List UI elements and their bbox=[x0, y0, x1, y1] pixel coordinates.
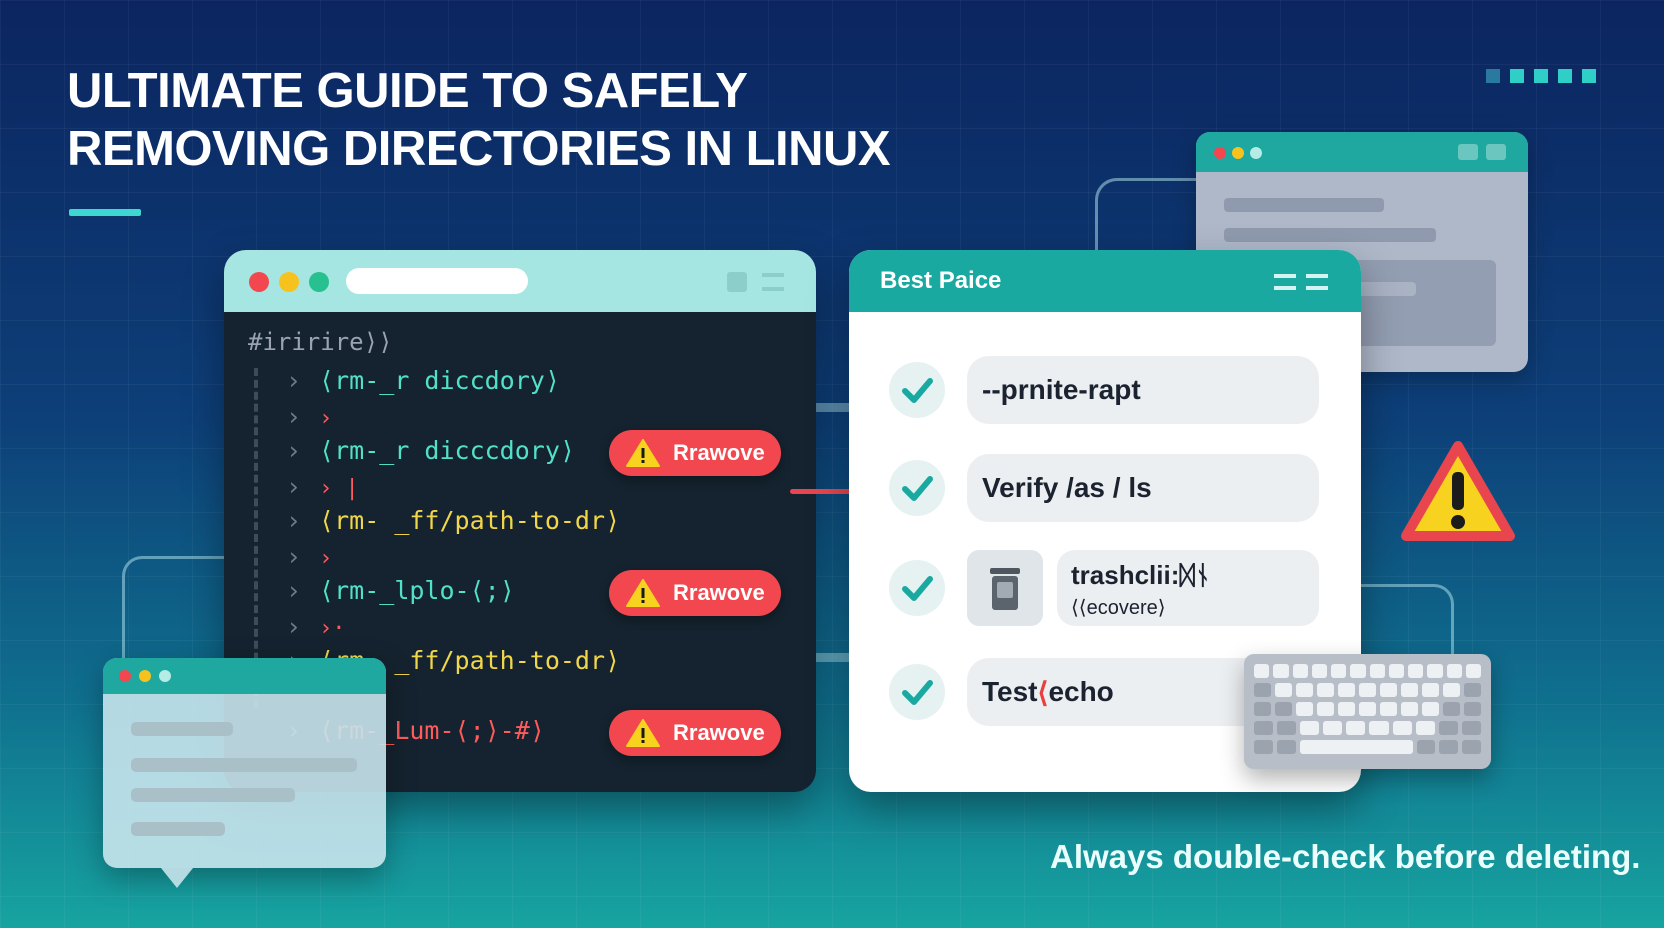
card-title: Best Paice bbox=[880, 267, 1002, 294]
close-dot[interactable] bbox=[249, 272, 269, 292]
best-practice-card: Best Paice --prnite-rapt Verify /as / ls… bbox=[849, 250, 1361, 792]
remove-warning-badge[interactable]: Rrawove bbox=[609, 430, 781, 476]
title-line-2: REMOVING DIRECTORIES IN LINUX bbox=[67, 122, 891, 176]
warning-icon bbox=[1400, 440, 1516, 544]
minimize-dot[interactable] bbox=[279, 272, 299, 292]
maximize-dot[interactable] bbox=[309, 272, 329, 292]
remove-warning-badge[interactable]: Rrawove bbox=[609, 710, 781, 756]
card-header: Best Paice bbox=[849, 250, 1361, 312]
code-line: ›⟨rm- _ff/path-to-dr⟩ bbox=[286, 506, 621, 535]
checkmark-icon bbox=[889, 362, 945, 418]
title-underline bbox=[69, 209, 141, 216]
keyboard-illustration bbox=[1244, 654, 1491, 769]
terminal-titlebar bbox=[224, 250, 816, 312]
warning-icon bbox=[625, 438, 661, 468]
code-line: ›› | bbox=[286, 472, 359, 501]
warning-icon bbox=[625, 718, 661, 748]
code-line: ›⟨rm-_lplo-⟨;⟩ bbox=[286, 576, 515, 605]
window-titlebar bbox=[1196, 132, 1528, 172]
checkmark-icon bbox=[889, 460, 945, 516]
warning-label: Rrawove bbox=[673, 580, 765, 605]
connector-line bbox=[1358, 584, 1454, 662]
code-line: ›› bbox=[286, 542, 333, 571]
page-title: ULTIMATE GUIDE TO SAFELY REMOVING DIRECT… bbox=[67, 62, 967, 178]
checklist-label: Verify /as / ls bbox=[967, 454, 1319, 522]
line-gutter bbox=[254, 368, 258, 708]
footer-tip: Always double-check before deleting. bbox=[1050, 838, 1641, 875]
code-line: ›⟨rm-_r dicccdory⟩ bbox=[286, 436, 575, 465]
menu-icon[interactable] bbox=[762, 273, 784, 291]
connector-line bbox=[812, 403, 854, 412]
checklist-label-box: trashclii:ᛞᚾ ⟨⟨ecovere⟩ bbox=[1057, 550, 1319, 626]
checklist-sublabel: ⟨⟨ecovere⟩ bbox=[1071, 597, 1166, 619]
checkmark-icon bbox=[889, 560, 945, 616]
warning-label: Rrawove bbox=[673, 440, 765, 465]
menu-icon[interactable] bbox=[1306, 274, 1328, 290]
code-line: ›⟨rm-_r diccdory⟩ bbox=[286, 366, 560, 395]
chat-bubble-window bbox=[103, 658, 386, 888]
title-line-1: ULTIMATE GUIDE TO SAFELY bbox=[67, 64, 748, 118]
tile-icon bbox=[727, 272, 747, 292]
connector-line bbox=[1095, 178, 1205, 258]
remove-warning-badge[interactable]: Rrawove bbox=[609, 570, 781, 616]
checkmark-icon bbox=[889, 664, 945, 720]
checklist-label: --prnite-rapt bbox=[967, 356, 1319, 424]
highlight-connector bbox=[790, 489, 880, 494]
address-bar[interactable] bbox=[346, 268, 528, 294]
window-titlebar bbox=[103, 658, 386, 694]
code-line: ››· bbox=[286, 612, 346, 641]
terminal-prompt-header: #iririre⟩⟩ bbox=[248, 328, 393, 356]
trash-bin-icon bbox=[967, 550, 1043, 626]
warning-label: Rrawove bbox=[673, 720, 765, 745]
decorative-dots bbox=[1486, 69, 1596, 83]
code-line: ›› bbox=[286, 402, 333, 431]
menu-icon[interactable] bbox=[1274, 274, 1296, 290]
warning-icon bbox=[625, 578, 661, 608]
connector-line bbox=[812, 653, 854, 662]
connector-line bbox=[122, 556, 232, 661]
checklist-label: trashclii:ᛞᚾ bbox=[1071, 560, 1211, 590]
